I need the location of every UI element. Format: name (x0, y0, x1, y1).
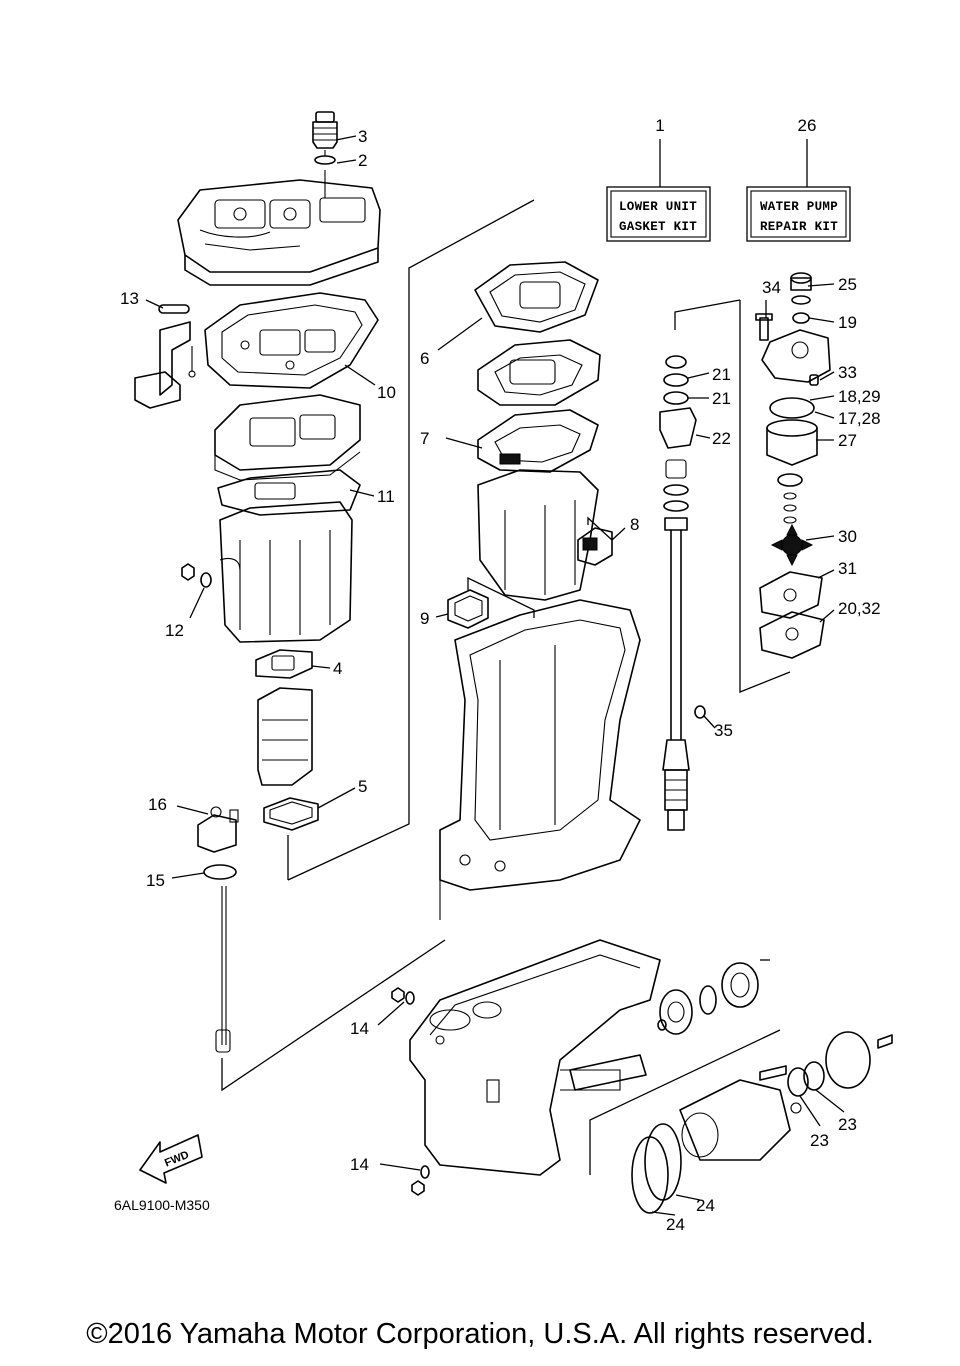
upper-casing-middle (214, 394, 361, 481)
oil-plug-part-bottom (411, 1165, 430, 1196)
clip-bracket-part (134, 304, 196, 409)
callout-13: 13 (120, 289, 139, 308)
callout-12: 12 (165, 621, 184, 640)
callout-6: 6 (420, 349, 429, 368)
fwd-arrow-icon: FWD (139, 1134, 203, 1184)
callout-27: 27 (838, 431, 857, 450)
callout-1: 1 (655, 116, 664, 135)
callout-24a: 24 (696, 1196, 715, 1215)
oil-pan-part (219, 501, 353, 643)
group-frame-lines (221, 199, 791, 1175)
callout-21a: 21 (712, 365, 731, 384)
drive-shaft-part (659, 355, 697, 831)
callout-25: 25 (838, 275, 857, 294)
lower-case-part (409, 939, 661, 1176)
callout-10: 10 (377, 383, 396, 402)
fwd-label: FWD (163, 1149, 191, 1170)
callout-11: 11 (377, 487, 395, 506)
copyright-notice: ©2016 Yamaha Motor Corporation, U.S.A. A… (86, 1318, 874, 1350)
callout-30: 30 (838, 527, 857, 546)
callout-7: 7 (420, 429, 429, 448)
callout-23b: 23 (838, 1115, 857, 1134)
upper-casing-lower (477, 469, 599, 601)
drain-bolt-part (181, 563, 212, 588)
callout-14a: 14 (350, 1019, 369, 1038)
gasket-mid-part (217, 469, 361, 516)
kit-label-line1: WATER PUMP (760, 200, 838, 214)
oring-small-35 (694, 705, 706, 719)
kit-box-water-pump-repair: WATER PUMP REPAIR KIT 26 (746, 116, 851, 242)
plug-part (312, 111, 338, 165)
kit-label-line2: REPAIR KIT (760, 220, 838, 234)
rubber-mount-part (577, 527, 613, 566)
seal-ring-part (447, 589, 489, 629)
rubber-seal-part (263, 797, 319, 831)
kit-box-lower-unit-gasket: LOWER UNIT GASKET KIT 1 (606, 116, 711, 242)
gasket-upper-part (474, 261, 599, 333)
callout-16: 16 (148, 795, 167, 814)
pump-plate-part (759, 571, 823, 619)
callout-9: 9 (420, 609, 429, 628)
callout-15: 15 (146, 871, 165, 890)
callout-31: 31 (838, 559, 857, 578)
callout-18-29: 18,29 (838, 387, 881, 406)
callout-34: 34 (762, 278, 781, 297)
oil-plug-part-top (391, 987, 415, 1005)
gasket-mount-part (477, 409, 599, 473)
callout-26: 26 (798, 116, 817, 135)
diagram-code: 6AL9100-M350 (114, 1197, 210, 1213)
upper-housing-part (439, 599, 641, 920)
impeller-part (770, 523, 814, 567)
oring-pair-24 (631, 1123, 682, 1214)
callout-17-28: 17,28 (838, 409, 881, 428)
exhaust-guide-part (257, 687, 313, 786)
callout-numbers: 3 2 13 10 11 12 4 5 16 15 6 7 8 9 21 21 … (120, 127, 881, 1234)
small-gasket-part (255, 649, 313, 679)
kit-label-line1: LOWER UNIT (619, 200, 697, 214)
callout-23a: 23 (810, 1131, 829, 1150)
callout-4: 4 (333, 659, 342, 678)
mount-plate-part (477, 339, 601, 406)
gasket-large-part (204, 292, 379, 389)
callout-3: 3 (358, 127, 367, 146)
kit-label-line2: GASKET KIT (619, 220, 697, 234)
pump-gasket-part (759, 611, 825, 659)
callout-19: 19 (838, 313, 857, 332)
callout-5: 5 (358, 777, 367, 796)
callout-24b: 24 (666, 1215, 685, 1234)
callout-14b: 14 (350, 1155, 369, 1174)
water-pump-parts (755, 272, 831, 524)
sensor-part (197, 806, 239, 1053)
callout-35: 35 (714, 721, 733, 740)
callout-20-32: 20,32 (838, 599, 881, 618)
upper-casing-top (177, 170, 381, 286)
callout-2: 2 (358, 151, 367, 170)
callout-8: 8 (630, 515, 639, 534)
gear-bearing-parts (569, 962, 893, 1161)
callout-22: 22 (712, 429, 731, 448)
callout-33: 33 (838, 363, 857, 382)
callout-21b: 21 (712, 389, 731, 408)
